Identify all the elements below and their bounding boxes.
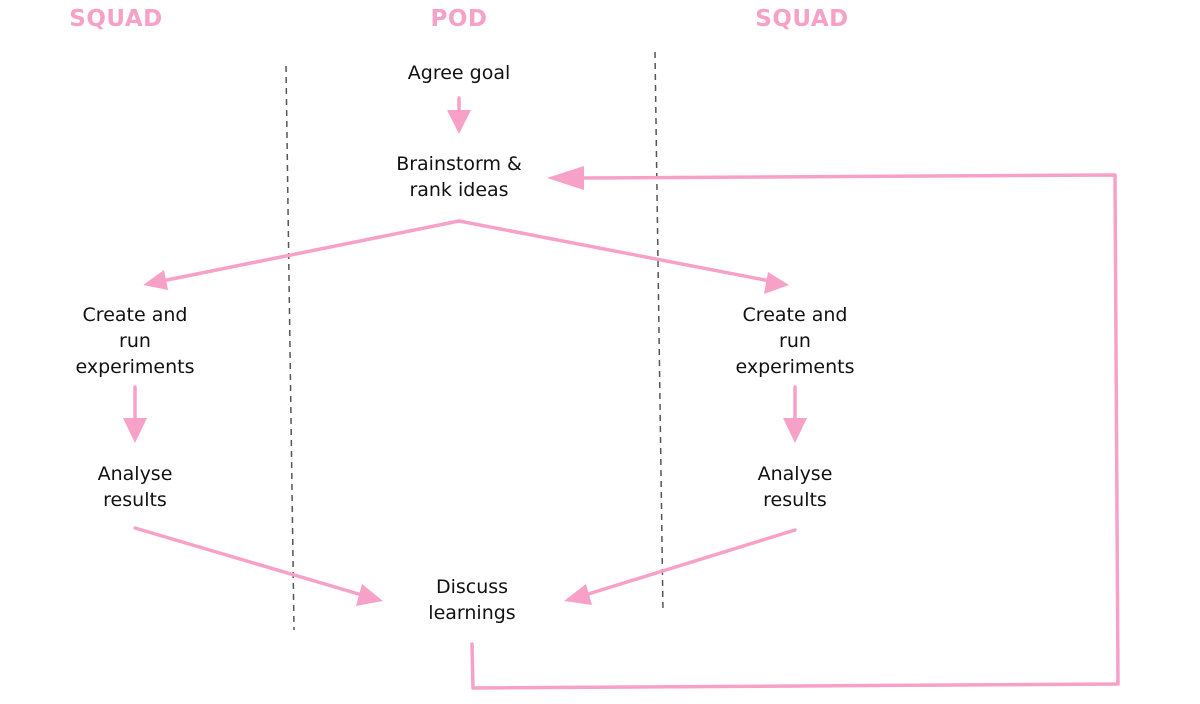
- node-create-right: Create and run experiments: [735, 302, 854, 380]
- heading-squad-left: SQUAD: [69, 6, 163, 32]
- divider-left: [285, 65, 295, 631]
- arrow-brainstorm-to-create-left: [160, 219, 461, 283]
- node-discuss: Discuss learnings: [428, 574, 515, 626]
- feedback-loop-line: [470, 173, 1120, 690]
- node-line: Create and: [742, 304, 848, 326]
- node-analyse-right: Analyse results: [758, 461, 833, 513]
- heading-pod: POD: [430, 6, 488, 32]
- arrowhead-analyse-left-down: [123, 418, 147, 443]
- node-line: experiments: [75, 356, 195, 378]
- arrowhead-analyse-right-down: [783, 418, 807, 443]
- arrowhead-brainstorm-down: [447, 110, 471, 134]
- node-line: Create and: [82, 304, 188, 326]
- node-line: run: [779, 330, 811, 352]
- arrowhead-brainstorm-loop: [547, 166, 584, 190]
- node-line: run: [119, 330, 151, 352]
- node-line: results: [103, 489, 167, 511]
- arrowhead-discuss-from-left: [356, 584, 383, 606]
- arrow-analyse-right-to-discuss: [583, 528, 797, 597]
- arrowhead-create-right: [764, 272, 789, 294]
- divider-right: [654, 51, 664, 613]
- node-line: Agree goal: [407, 62, 511, 84]
- node-line: Brainstorm &: [396, 153, 522, 175]
- heading-squad-right: SQUAD: [755, 6, 849, 32]
- node-line: experiments: [735, 356, 855, 378]
- node-line: Analyse: [757, 463, 833, 485]
- node-brainstorm: Brainstorm & rank ideas: [396, 151, 522, 203]
- node-line: Discuss: [435, 576, 509, 598]
- arrowhead-discuss-from-right: [564, 584, 592, 605]
- node-analyse-left: Analyse results: [98, 461, 173, 513]
- node-agree-goal: Agree goal: [408, 60, 510, 86]
- arrow-analyse-left-to-discuss: [133, 526, 364, 597]
- node-line: results: [763, 489, 827, 511]
- node-line: learnings: [428, 602, 516, 624]
- node-line: rank ideas: [409, 179, 509, 201]
- node-create-left: Create and run experiments: [75, 302, 194, 380]
- node-line: Analyse: [97, 463, 173, 485]
- arrowhead-create-left: [143, 270, 168, 290]
- arrow-brainstorm-to-create-right: [457, 219, 772, 283]
